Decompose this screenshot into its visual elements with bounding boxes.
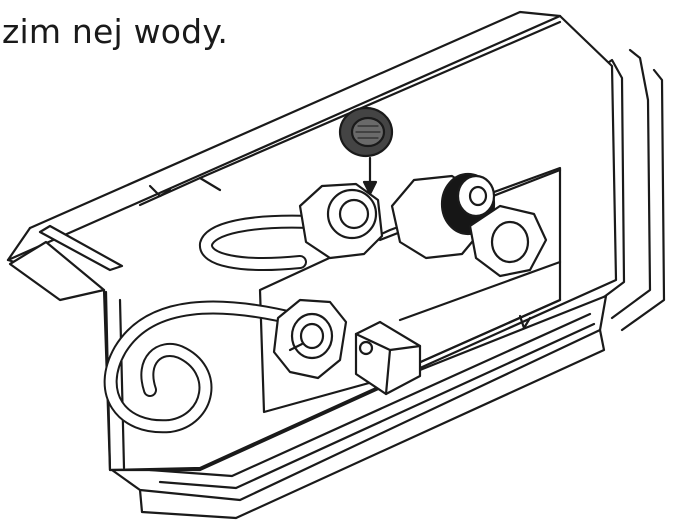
- caption-text: zim nej wody.: [2, 12, 229, 51]
- bottom-rail: [110, 294, 608, 520]
- lower-nut: [272, 298, 348, 380]
- upper-pipe: [199, 214, 317, 271]
- filter-washer-icon: [338, 106, 394, 158]
- down-arrow-icon: [362, 156, 378, 196]
- upper-left-nut: [298, 182, 384, 260]
- left-flange: [8, 224, 126, 472]
- looped-pipe: [103, 300, 307, 434]
- right-connector: [468, 204, 548, 278]
- valve-block: [354, 320, 422, 396]
